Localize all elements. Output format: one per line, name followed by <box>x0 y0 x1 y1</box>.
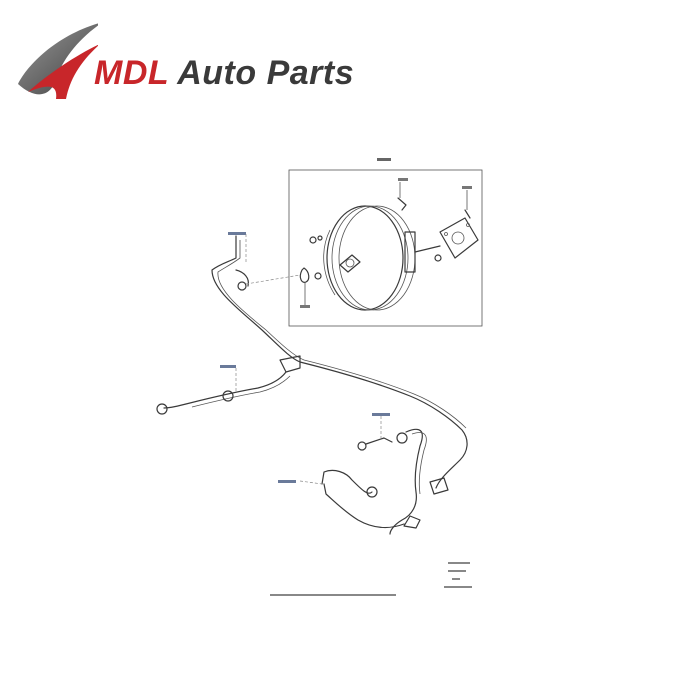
callout-tag <box>228 232 246 235</box>
callout-tag <box>220 365 236 368</box>
callout-tag <box>398 178 408 181</box>
gasket-flange-icon <box>439 217 479 259</box>
brake-booster-icon <box>323 205 441 311</box>
vacuum-hose-icon <box>156 235 468 489</box>
nut-icon <box>434 254 442 262</box>
part-number-fineprint <box>270 562 472 596</box>
stud-icon <box>464 209 471 219</box>
callout-tag <box>462 186 472 189</box>
callout-tag <box>278 480 296 483</box>
check-valve-icon <box>357 428 449 535</box>
mdl-logo: MDL Auto Parts <box>8 14 368 114</box>
brand-auto-parts-text: Auto Parts <box>177 54 355 92</box>
brand-mdl-text: MDL <box>94 54 169 92</box>
callout-tag <box>377 158 391 161</box>
lower-hose-icon <box>299 469 405 529</box>
booster-inset-box <box>288 169 483 327</box>
clip-icon <box>397 197 407 211</box>
swoosh-logo-icon <box>18 22 103 99</box>
callout-tag <box>372 413 390 416</box>
seal-icon <box>299 267 310 283</box>
washer-icon <box>309 236 317 244</box>
callout-tag <box>300 305 310 308</box>
brand-name: MDL Auto Parts <box>94 54 354 93</box>
